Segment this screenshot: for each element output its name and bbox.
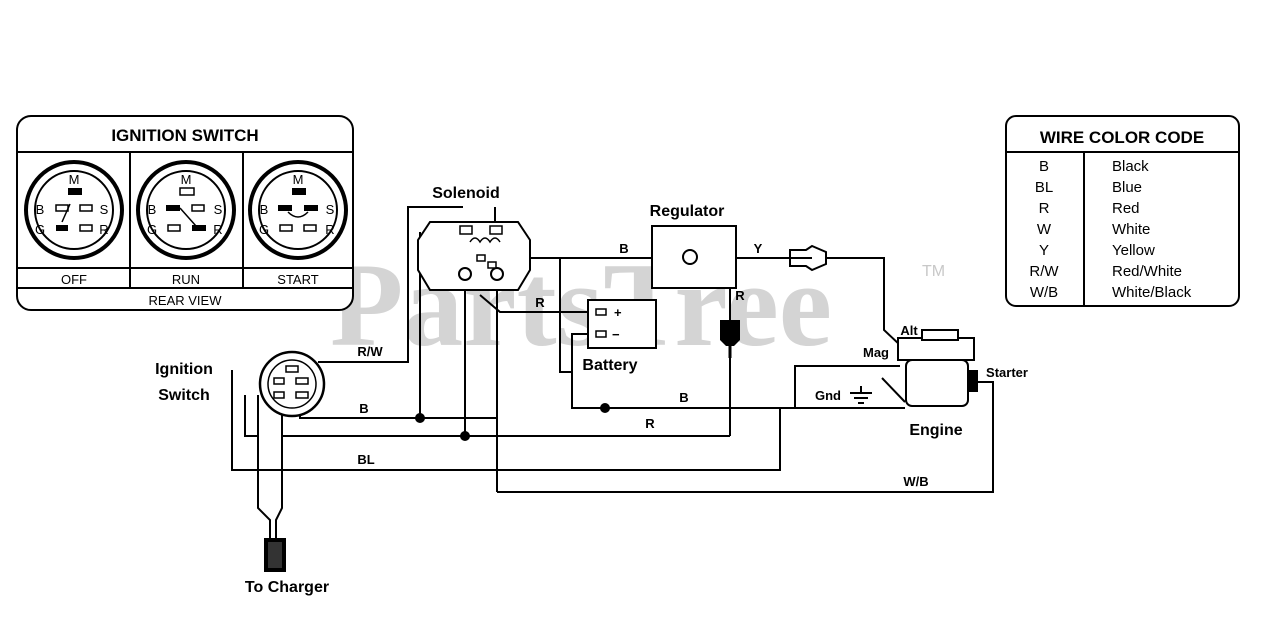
position-start: START bbox=[277, 272, 318, 287]
wire-label-b-switch: B bbox=[359, 401, 368, 416]
switch-dial-start: M B S G R bbox=[248, 160, 348, 260]
alt-label: Alt bbox=[900, 323, 918, 338]
legend-title: WIRE COLOR CODE bbox=[1040, 128, 1204, 147]
wire-label-r-main: R bbox=[645, 416, 655, 431]
switch-dial-run: M B S G R bbox=[136, 160, 236, 260]
terminal-s: S bbox=[214, 202, 223, 217]
wire-wb bbox=[497, 381, 994, 493]
terminal-g: G bbox=[259, 222, 269, 237]
junction-dot bbox=[415, 413, 425, 423]
legend-code: W/B bbox=[1030, 284, 1058, 301]
legend-color-name: White/Black bbox=[1112, 284, 1192, 301]
regulator-label: Regulator bbox=[650, 203, 725, 220]
rear-view-label: REAR VIEW bbox=[149, 293, 223, 308]
legend-code: B bbox=[1039, 158, 1049, 175]
wire-label-y: Y bbox=[754, 241, 763, 256]
wire-labels: R/W B Y R R B B R BL W/B bbox=[357, 241, 928, 489]
battery-plus: + bbox=[614, 305, 622, 320]
y-connector bbox=[789, 244, 827, 272]
terminal-r: R bbox=[325, 222, 334, 237]
wire-charger-a bbox=[257, 395, 271, 538]
terminal-m: M bbox=[69, 172, 80, 187]
wire-rw bbox=[318, 206, 463, 363]
legend-code: BL bbox=[1035, 179, 1053, 196]
to-charger-label: To Charger bbox=[245, 579, 329, 596]
battery-label: Battery bbox=[582, 357, 637, 374]
regulator: Regulator bbox=[650, 203, 737, 289]
terminal-s: S bbox=[326, 202, 335, 217]
wire-bl bbox=[231, 370, 781, 471]
solenoid-label: Solenoid bbox=[432, 185, 500, 202]
battery: + − Battery bbox=[582, 299, 657, 374]
charger-plug: To Charger bbox=[245, 538, 329, 596]
ignition-switch-panel: IGNITION SWITCH OFF RUN START REAR VIEW … bbox=[16, 115, 354, 311]
wire-r-main bbox=[281, 395, 730, 437]
terminal-m: M bbox=[181, 172, 192, 187]
legend-frame bbox=[1005, 115, 1240, 307]
wire-label-b-regulator: B bbox=[619, 241, 628, 256]
terminal-b: B bbox=[260, 202, 269, 217]
position-off: OFF bbox=[61, 272, 87, 287]
wire-label-wb: W/B bbox=[903, 474, 928, 489]
wire-label-r-battery: R bbox=[535, 295, 545, 310]
ignition-switch-label-2: Switch bbox=[158, 387, 210, 404]
terminal-b: B bbox=[148, 202, 157, 217]
legend-code: Y bbox=[1039, 242, 1049, 259]
legend-color-name: Red bbox=[1112, 200, 1140, 217]
wire-charger-b bbox=[275, 436, 283, 538]
ignition-switch-circuit: Ignition Switch bbox=[155, 350, 326, 418]
legend-color-name: Black bbox=[1112, 158, 1149, 175]
position-run: RUN bbox=[172, 272, 200, 287]
wire-label-rw: R/W bbox=[357, 344, 383, 359]
starter-label: Starter bbox=[986, 365, 1028, 380]
mag-label: Mag bbox=[863, 345, 889, 360]
legend-code: R bbox=[1039, 200, 1050, 217]
solenoid: Solenoid bbox=[417, 185, 531, 291]
terminal-m: M bbox=[293, 172, 304, 187]
terminal-b: B bbox=[36, 202, 45, 217]
wire-label-bl: BL bbox=[357, 452, 374, 467]
legend-color-name: Blue bbox=[1112, 179, 1142, 196]
wire-r-battery bbox=[479, 294, 594, 313]
junction-dot bbox=[460, 431, 470, 441]
terminal-g: G bbox=[147, 222, 157, 237]
engine: Alt Mag Gnd Starter Engine bbox=[815, 323, 1028, 439]
terminal-r: R bbox=[99, 222, 108, 237]
legend-color-name: Red/White bbox=[1112, 263, 1182, 280]
battery-minus: − bbox=[612, 327, 620, 342]
wire-gnd bbox=[881, 377, 906, 403]
wire-b-solenoid-regulator bbox=[518, 257, 572, 373]
wire-label-b-engine: B bbox=[679, 390, 688, 405]
wire-battery-minus bbox=[571, 333, 605, 409]
terminal-r: R bbox=[213, 222, 222, 237]
gnd-label: Gnd bbox=[815, 388, 841, 403]
junction-dot bbox=[600, 403, 610, 413]
legend-code: R/W bbox=[1029, 263, 1059, 280]
terminal-s: S bbox=[100, 202, 109, 217]
watermark-text: PartsTree bbox=[330, 238, 832, 371]
terminal-g: G bbox=[35, 222, 45, 237]
engine-label: Engine bbox=[909, 422, 962, 439]
switch-dial-off: M B S G R bbox=[24, 160, 124, 260]
ignition-switch-label-1: Ignition bbox=[155, 361, 213, 378]
legend-color-name: Yellow bbox=[1112, 242, 1155, 259]
ground-icon bbox=[850, 386, 872, 404]
ignition-panel-title: IGNITION SWITCH bbox=[111, 126, 258, 145]
wire-mag bbox=[794, 365, 900, 408]
r-plug bbox=[720, 320, 740, 358]
watermark: PartsTree TM bbox=[330, 238, 945, 371]
wire-switch-lead bbox=[244, 395, 258, 437]
legend-color-name: White bbox=[1112, 221, 1150, 238]
watermark-tm: TM bbox=[922, 263, 945, 280]
wire-label-r-regulator: R bbox=[735, 288, 745, 303]
junction-dots bbox=[415, 403, 610, 441]
wire-y-to-alt bbox=[826, 257, 901, 346]
legend-code: W bbox=[1037, 221, 1052, 238]
